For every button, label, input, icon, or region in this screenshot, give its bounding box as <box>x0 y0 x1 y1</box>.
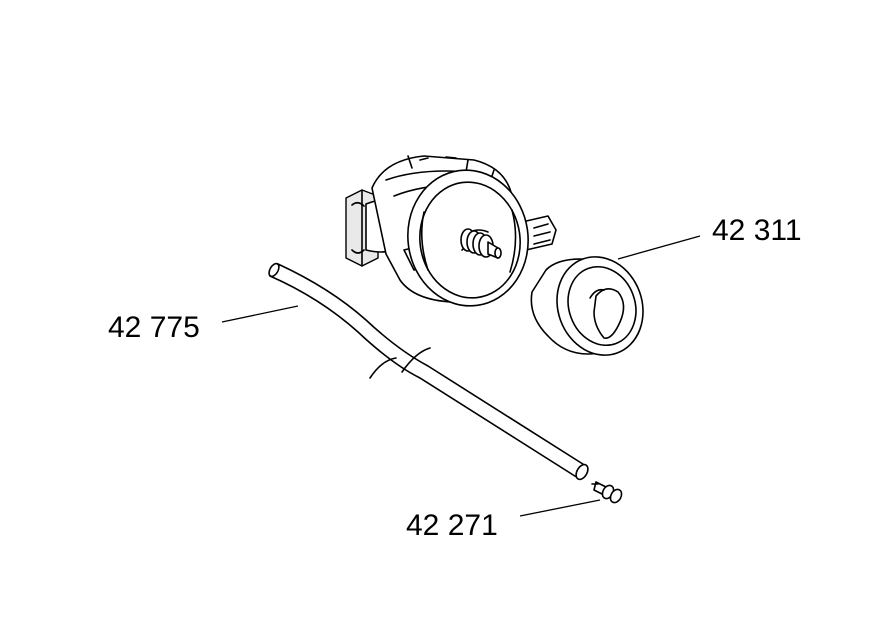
connector-nipple <box>591 481 623 504</box>
leader-line-top <box>617 235 701 260</box>
leader-line-left <box>221 305 299 323</box>
actuator-assembly <box>345 155 557 307</box>
part-number-top: 42 311 <box>712 214 802 247</box>
push-button <box>530 256 644 356</box>
part-number-bottom: 42 271 <box>406 509 498 542</box>
leader-line-bottom <box>519 499 601 517</box>
part-number-left: 42 775 <box>108 311 200 344</box>
tube <box>268 262 589 481</box>
plunger-spring <box>460 228 494 258</box>
